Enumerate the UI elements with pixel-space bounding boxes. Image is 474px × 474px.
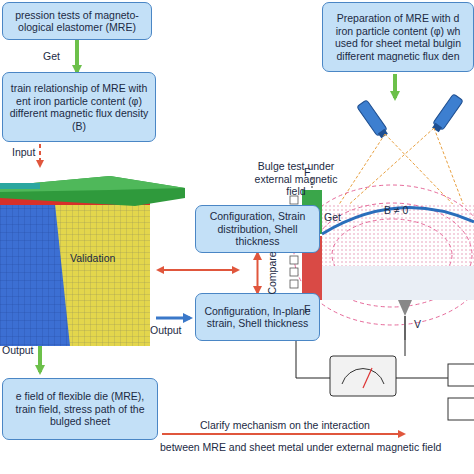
force-symbol: F [304,303,310,316]
box-text: Configuration, Strain distribution, Shel… [201,210,314,248]
arrow-label: Compare [266,251,278,294]
box-text: train relationship of MRE with ent iron … [8,82,150,132]
box-text: Configuration, In-plane strain, Shell th… [201,305,314,330]
flow-arrow [257,253,259,293]
process-box: pression tests of magneto- ological elas… [2,2,152,40]
arrow-label: Input [12,146,35,159]
note-text: Clarify mechanism on the interaction [200,419,370,432]
process-box: Preparation of MRE with d iron particle … [322,2,474,72]
result-box: Configuration, Strain distribution, Shel… [195,205,320,253]
arrow-label: Get [43,50,60,62]
flow-arrow [75,40,79,72]
arrow-label: Output [150,324,182,337]
field-symbol: B ≠ 0 [384,204,408,217]
arrow-label: Validation [70,252,115,265]
result-box: Configuration, In-plane strain, Shell th… [195,293,320,341]
valve-symbol: V [414,318,421,331]
force-symbol: F [304,166,310,179]
process-box: train relationship of MRE with ent iron … [2,72,156,142]
output-box: e field of flexible die (MRE), train fie… [2,378,158,440]
arrow-label: Get [324,211,341,224]
caption-text: Bulge test under external magnetic field [250,160,342,198]
box-text: pression tests of magneto- ological elas… [8,9,146,34]
arrow-label: Output [2,344,34,357]
box-text: e field of flexible die (MRE), train fie… [8,390,152,428]
note-text: between MRE and sheet metal under extern… [160,441,441,454]
box-text: Preparation of MRE with d iron particle … [328,12,468,62]
